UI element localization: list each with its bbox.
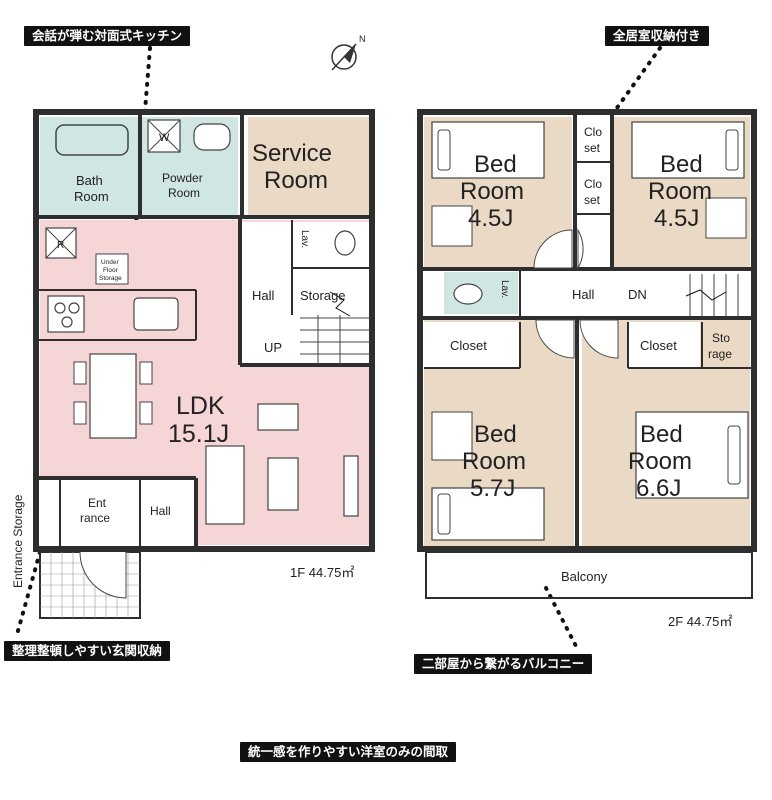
up-label: UP: [264, 340, 282, 355]
storage-small-label-1: Sto: [712, 331, 730, 345]
door-swing-bed4: [579, 319, 619, 359]
bed3-furniture: [431, 487, 545, 541]
lav-label-2f: Lav.: [499, 280, 510, 298]
bed2-label-2: Room: [648, 178, 712, 205]
compass-icon: N: [331, 34, 366, 71]
bed1-label-2: Room: [460, 178, 524, 205]
bed4-label-3: 6.6J: [636, 475, 681, 502]
leader-kitchen: [126, 46, 152, 327]
bed2-furniture: [631, 121, 745, 179]
leader-storage: [612, 46, 662, 114]
storage-label-1f: Storage: [300, 288, 346, 303]
floor-2-plan: Bed Room 4.5J Bed Room 4.5J Clo set Clo …: [417, 109, 757, 599]
dn-label: DN: [628, 287, 647, 302]
floor-1-area-label: 1F 44.75㎡: [290, 565, 355, 580]
bath-room-label-1: Bath: [76, 173, 103, 188]
door-swing-bed2: [577, 228, 584, 270]
closet-b-label-1: Clo: [584, 177, 602, 191]
bath-room-label-2: Room: [74, 189, 109, 204]
entrance-label-2: rance: [80, 511, 110, 525]
closet-b-label-2: set: [584, 193, 601, 207]
under-floor-label-1: Under: [101, 259, 120, 266]
entrance-door-swing: [79, 551, 127, 599]
tv-stand: [343, 455, 359, 517]
callout-kitchen: 会話が弾む対面式キッチン: [24, 26, 191, 46]
compass-label: N: [359, 34, 366, 44]
dining-table: [89, 353, 137, 439]
floor-2-walls: [417, 109, 757, 599]
floor-2-area-label: 2F 44.75㎡: [668, 614, 733, 629]
entrance-label-1: Ent: [88, 496, 107, 510]
side-table: [257, 403, 299, 431]
sofa: [205, 445, 245, 525]
bed2-label-1: Bed: [660, 151, 703, 178]
closet-fill-right: [628, 322, 700, 368]
entrance-storage-label: Entrance Storage: [11, 494, 25, 588]
door-swing-bed3: [535, 319, 575, 359]
hall-2f-label: Hall: [572, 287, 595, 302]
stairs-2f: [685, 274, 739, 316]
stove-icon: [47, 295, 85, 333]
bathtub-icon: [55, 124, 129, 156]
sink-icon: [133, 297, 179, 331]
callout-balcony: 二部屋から繋がるバルコニー: [414, 654, 593, 674]
ldk-label-2: 15.1J: [168, 420, 229, 448]
ldk-label-1: LDK: [176, 392, 225, 420]
bed4-label-1: Bed: [640, 421, 683, 448]
closet-a-label-2: set: [584, 141, 601, 155]
callout-entrance-storage: 整理整頓しやすい玄関収納: [4, 641, 170, 661]
closet-fill-left: [424, 322, 520, 368]
desk2: [705, 197, 747, 239]
under-floor-label-3: Storage: [99, 275, 122, 282]
service-room-label-2: Room: [264, 167, 328, 194]
bed1-label-3: 4.5J: [468, 205, 513, 232]
refrigerator-label: R: [57, 240, 64, 251]
bed2-label-3: 4.5J: [654, 205, 699, 232]
powder-room-label-2: Room: [168, 186, 200, 200]
powder-room-label-1: Powder: [162, 171, 203, 185]
wash-basin-icon: [193, 123, 231, 151]
entrance-fill: [40, 478, 195, 545]
toilet-icon-1f: [334, 230, 356, 256]
bed3-label-2: Room: [462, 448, 526, 475]
leader-entrance-storage: [14, 550, 42, 640]
bed4-label-2: Room: [628, 448, 692, 475]
bed1-furniture: [431, 121, 545, 179]
balcony-label: Balcony: [561, 569, 608, 584]
washer-label: W: [159, 132, 170, 144]
closet-d-label: Closet: [640, 338, 677, 353]
bed3-label-1: Bed: [474, 421, 517, 448]
floor-1-walls: [33, 109, 375, 552]
service-room-label-1: Service: [252, 140, 332, 167]
closet-a-label-1: Clo: [584, 125, 602, 139]
stairs-1f: [300, 291, 370, 365]
bed1-label-1: Bed: [474, 151, 517, 178]
toilet-icon-2f: [453, 283, 483, 305]
closet-c-label: Closet: [450, 338, 487, 353]
hall-lower-label: Hall: [150, 504, 171, 518]
hall-upper-label: Hall: [252, 288, 275, 303]
lav-label-1f: Lav.: [299, 230, 310, 248]
bed3-label-3: 5.7J: [470, 475, 515, 502]
floor-1-plan: W R Under Floor Storage: [11, 109, 375, 619]
under-floor-label-2: Floor: [103, 267, 119, 274]
door-swing-bed1: [533, 229, 573, 269]
desk1: [431, 205, 473, 247]
under-floor-storage-box: [95, 253, 129, 285]
service-room-fill: [248, 117, 370, 215]
desk3: [431, 411, 473, 461]
callout-storage: 全居室収納付き: [605, 26, 709, 46]
storage-small-label-2: rage: [708, 347, 732, 361]
coffee-table: [267, 457, 299, 511]
callout-layout: 統一感を作りやすい洋室のみの間取: [240, 742, 457, 762]
